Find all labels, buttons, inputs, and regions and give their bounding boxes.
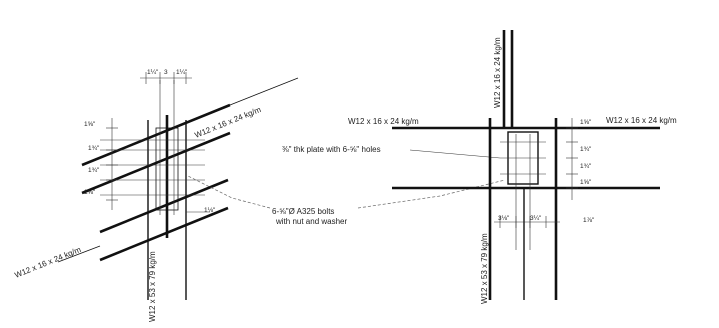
- right-side-dim-4: 1⅝": [580, 179, 592, 186]
- right-beam-left-label: W12 x 16 x 24 kg/m: [348, 117, 419, 126]
- bolts-leader-right: [357, 179, 506, 209]
- right-bottom-dim-1: 3⅛": [498, 215, 510, 222]
- right-bottom-dim-3: 1⅞": [583, 217, 595, 224]
- left-top-dim-2: 3: [164, 69, 168, 76]
- right-side-dim-3: 1¾": [580, 163, 592, 170]
- left-side-dim-4: 1⅝": [84, 189, 96, 196]
- left-column-label: W12 x 53 x 79 kg/m: [148, 251, 157, 322]
- bolts-leader-left: [187, 175, 271, 209]
- left-beam-lower-extension: [57, 245, 101, 263]
- left-detail: 1¼" 3 1¼" 1⅝" 1¾" 1¾" 1⅝" 1⅛" W12 x 16 x…: [13, 69, 299, 322]
- bolts-callout-line1: 6-⅝"Ø A325 bolts: [272, 207, 334, 216]
- left-plate: [155, 127, 179, 211]
- left-beam-upper-top: [81, 103, 231, 167]
- left-beam-upper-extension: [229, 77, 299, 106]
- plate-leader: [409, 149, 501, 159]
- left-top-dim-1: 1¼": [147, 69, 159, 76]
- bolts-callout-line2: with nut and washer: [275, 217, 347, 226]
- right-bottom-dim-2: 3¼": [530, 215, 542, 222]
- right-detail: 1⅝" 1¾" 1¾" 1⅝" 3⅛" 3¼" 1⅞" W12 x 16 x 2…: [348, 30, 677, 304]
- left-beam-upper-bottom: [81, 131, 231, 195]
- left-beam-lower-bottom: [99, 206, 229, 262]
- plate-callout: ⅜" thk plate with 6-⅝" holes: [282, 145, 381, 154]
- callouts: ⅜" thk plate with 6-⅝" holes 6-⅝"Ø A325 …: [187, 145, 506, 226]
- right-side-dim-1: 1⅝": [580, 119, 592, 126]
- right-beam-right-label: W12 x 16 x 24 kg/m: [606, 116, 677, 125]
- left-right-dim: 1⅛": [204, 207, 216, 214]
- right-column-bottom-label: W12 x 53 x 79 kg/m: [480, 233, 489, 304]
- left-side-dim-1: 1⅝": [84, 121, 96, 128]
- left-beam-lower-top: [99, 178, 229, 234]
- right-column-top-label: W12 x 16 x 24 kg/m: [493, 37, 502, 108]
- right-side-dim-2: 1¾": [580, 146, 592, 153]
- left-top-dim-3: 1¼": [176, 69, 188, 76]
- left-side-dim-2: 1¾": [88, 145, 100, 152]
- left-beam-lower-label: W12 x 16 x 24 kg/m: [13, 245, 82, 280]
- left-side-dim-3: 1¾": [88, 167, 100, 174]
